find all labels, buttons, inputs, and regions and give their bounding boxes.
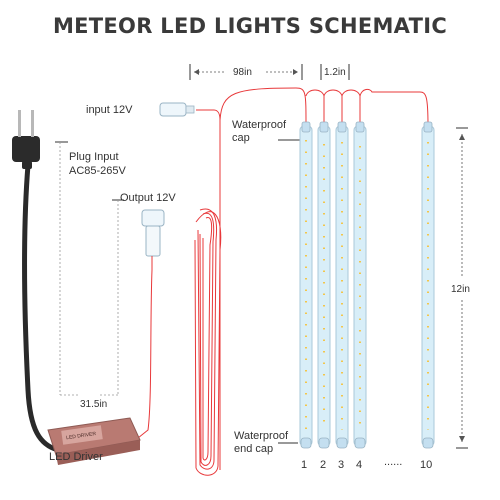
tube-chain-wire: [219, 87, 429, 127]
plug-icon: [12, 110, 40, 169]
total-width-label: 98in: [233, 67, 252, 78]
tube-2: [317, 121, 331, 449]
tube-10: [421, 121, 435, 449]
coiled-wire: [194, 109, 222, 476]
output-connector-icon: [141, 209, 165, 257]
tube-number-1: 1: [301, 459, 308, 471]
tube-length-label: 12in: [451, 284, 470, 295]
tube-3: [335, 121, 349, 449]
spacing-label: 1.2in: [324, 67, 346, 78]
cable-length-label: 31.5in: [80, 399, 108, 410]
tube-1: [299, 121, 313, 449]
waterproof-cap-label-line2: cap: [232, 132, 250, 144]
tube-number-10: 10: [420, 459, 433, 471]
output-label: Output 12V: [120, 192, 176, 204]
input-connector-icon: [159, 102, 195, 117]
waterproof-end-cap-label-line1: Waterproof: [234, 430, 289, 442]
led-driver-label: LED Driver: [49, 451, 103, 463]
input-label: input 12V: [86, 104, 133, 116]
driver-output-wire: [137, 256, 153, 439]
led-driver-icon: LED DRIVER: [47, 417, 141, 465]
driver-box-label: LED DRIVER: [66, 431, 97, 441]
page-title: METEOR LED LIGHTS SCHEMATIC: [52, 14, 448, 38]
plug-input-label-line2: AC85-265V: [69, 165, 126, 177]
waterproof-cap-label-line1: Waterproof: [232, 119, 287, 131]
tube-number-3: 3: [338, 459, 345, 471]
power-cable: [22, 164, 59, 453]
tube-number-4: 4: [356, 459, 363, 471]
tube-4: [353, 121, 367, 449]
tube-ellipsis: ......: [384, 456, 403, 468]
plug-input-label-line1: Plug Input: [69, 151, 119, 163]
waterproof-end-cap-label-line2: end cap: [234, 443, 274, 455]
tube-number-2: 2: [320, 459, 327, 471]
